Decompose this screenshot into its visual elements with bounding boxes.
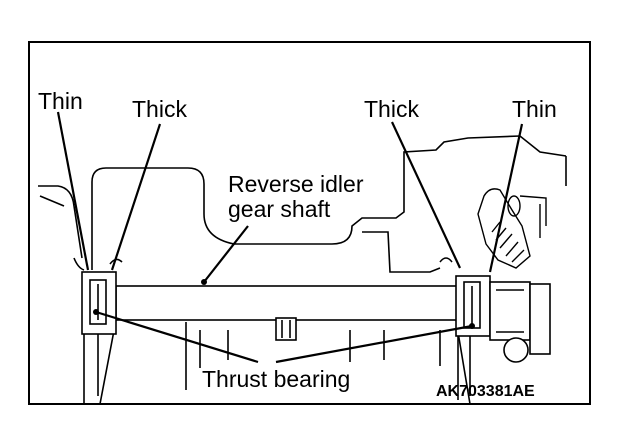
label-thick-right: Thick	[364, 96, 419, 122]
figure-reference-id: AK703381AE	[436, 383, 535, 400]
left-thrust-bearing	[81, 271, 117, 404]
label-thin-left: Thin	[38, 88, 83, 114]
right-thrust-bearing	[455, 275, 551, 400]
label-thin-right: Thin	[512, 96, 557, 122]
figure-border	[28, 41, 591, 405]
detent-spring	[477, 188, 547, 269]
label-shaft: Reverse idler gear shaft	[228, 171, 364, 223]
label-thrust-bearing: Thrust bearing	[202, 366, 351, 392]
label-thick-left: Thick	[132, 96, 187, 122]
leader-dots	[93, 279, 475, 329]
leader-lines	[56, 111, 524, 364]
transaxle-housing	[38, 135, 567, 273]
